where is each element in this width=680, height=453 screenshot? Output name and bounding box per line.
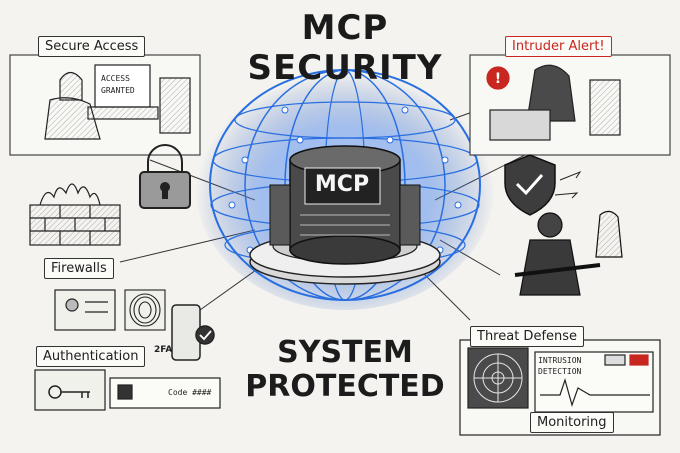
code-text: Code #### <box>168 388 212 397</box>
key-icon <box>48 385 90 399</box>
access-text-line1: ACCESS <box>101 74 130 83</box>
id-card-icon <box>54 289 116 331</box>
system-status: SYSTEM PROTECTED <box>240 336 450 404</box>
mcp-server <box>269 145 421 265</box>
guard-figure <box>514 210 623 296</box>
secure-access-scene <box>9 54 201 156</box>
label-threat-defense: Threat Defense <box>470 326 585 347</box>
label-monitoring: Monitoring <box>530 412 614 433</box>
label-authentication: Authentication <box>36 346 146 367</box>
warning-icon: ! <box>495 71 501 87</box>
two-fa-text: 2FA <box>154 345 173 355</box>
shield-check-icon <box>504 154 556 216</box>
intrusion-text-line1: INTRUSION <box>538 356 582 365</box>
access-text-line2: GRANTED <box>101 86 135 95</box>
radar-icon <box>473 353 523 403</box>
fingerprint-icon <box>124 289 166 331</box>
auth-widgets <box>34 369 221 411</box>
arrow-marks <box>554 170 582 199</box>
mcp-label: MCP <box>314 172 370 197</box>
label-intruder-alert: Intruder Alert! <box>505 36 612 57</box>
status-line2: PROTECTED <box>245 369 445 404</box>
label-secure-access: Secure Access <box>38 36 146 57</box>
firewall-icon <box>29 183 121 246</box>
intruder-scene <box>469 54 671 156</box>
lock-icon <box>139 144 191 209</box>
phone-icon <box>171 304 215 361</box>
status-line1: SYSTEM <box>277 335 413 370</box>
label-firewalls: Firewalls <box>44 258 114 279</box>
intrusion-text-line2: DETECTION <box>538 367 582 376</box>
page-title: MCP SECURITY <box>247 8 443 88</box>
